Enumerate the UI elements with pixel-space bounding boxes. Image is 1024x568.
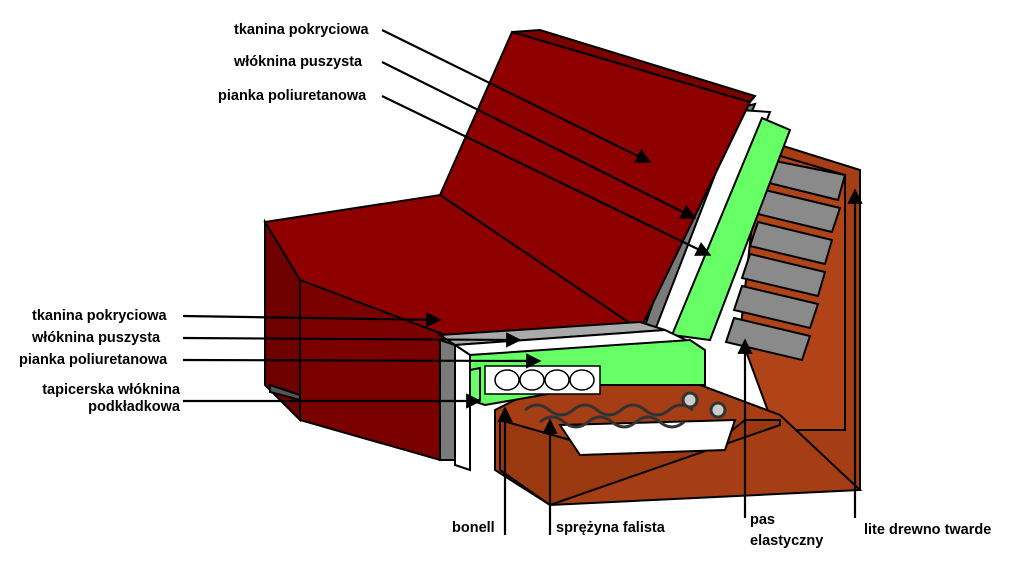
backrest-layers bbox=[638, 102, 792, 342]
elastic-belts bbox=[724, 158, 847, 362]
label-hardwood: lite drewno twarde bbox=[864, 522, 992, 538]
seat-cushion bbox=[263, 193, 644, 462]
label-elastic-belt-line1: pas bbox=[750, 512, 775, 528]
label-back-fluffy-fiber: włóknina puszysta bbox=[234, 54, 363, 70]
label-back-pu-foam: pianka poliuretanowa bbox=[218, 88, 367, 104]
wavy-springs bbox=[524, 391, 727, 429]
label-seat-fluffy-fiber: włóknina puszysta bbox=[32, 330, 161, 346]
label-back-cover-fabric: tkanina pokryciowa bbox=[234, 22, 369, 38]
label-elastic-belt-line2: elastyczny bbox=[750, 533, 824, 549]
leader-lines bbox=[182, 29, 863, 535]
label-padding-fiber-line1: tapicerska włóknina bbox=[42, 382, 180, 398]
bonell-springs bbox=[484, 365, 601, 395]
label-bonell: bonell bbox=[452, 520, 495, 536]
label-seat-pu-foam: pianka poliuretanowa bbox=[19, 352, 168, 368]
label-seat-cover-fabric: tkanina pokryciowa bbox=[32, 308, 167, 324]
label-wavy-spring: sprężyna falista bbox=[556, 520, 665, 536]
label-padding-fiber-line2: podkładkowa bbox=[88, 399, 180, 415]
